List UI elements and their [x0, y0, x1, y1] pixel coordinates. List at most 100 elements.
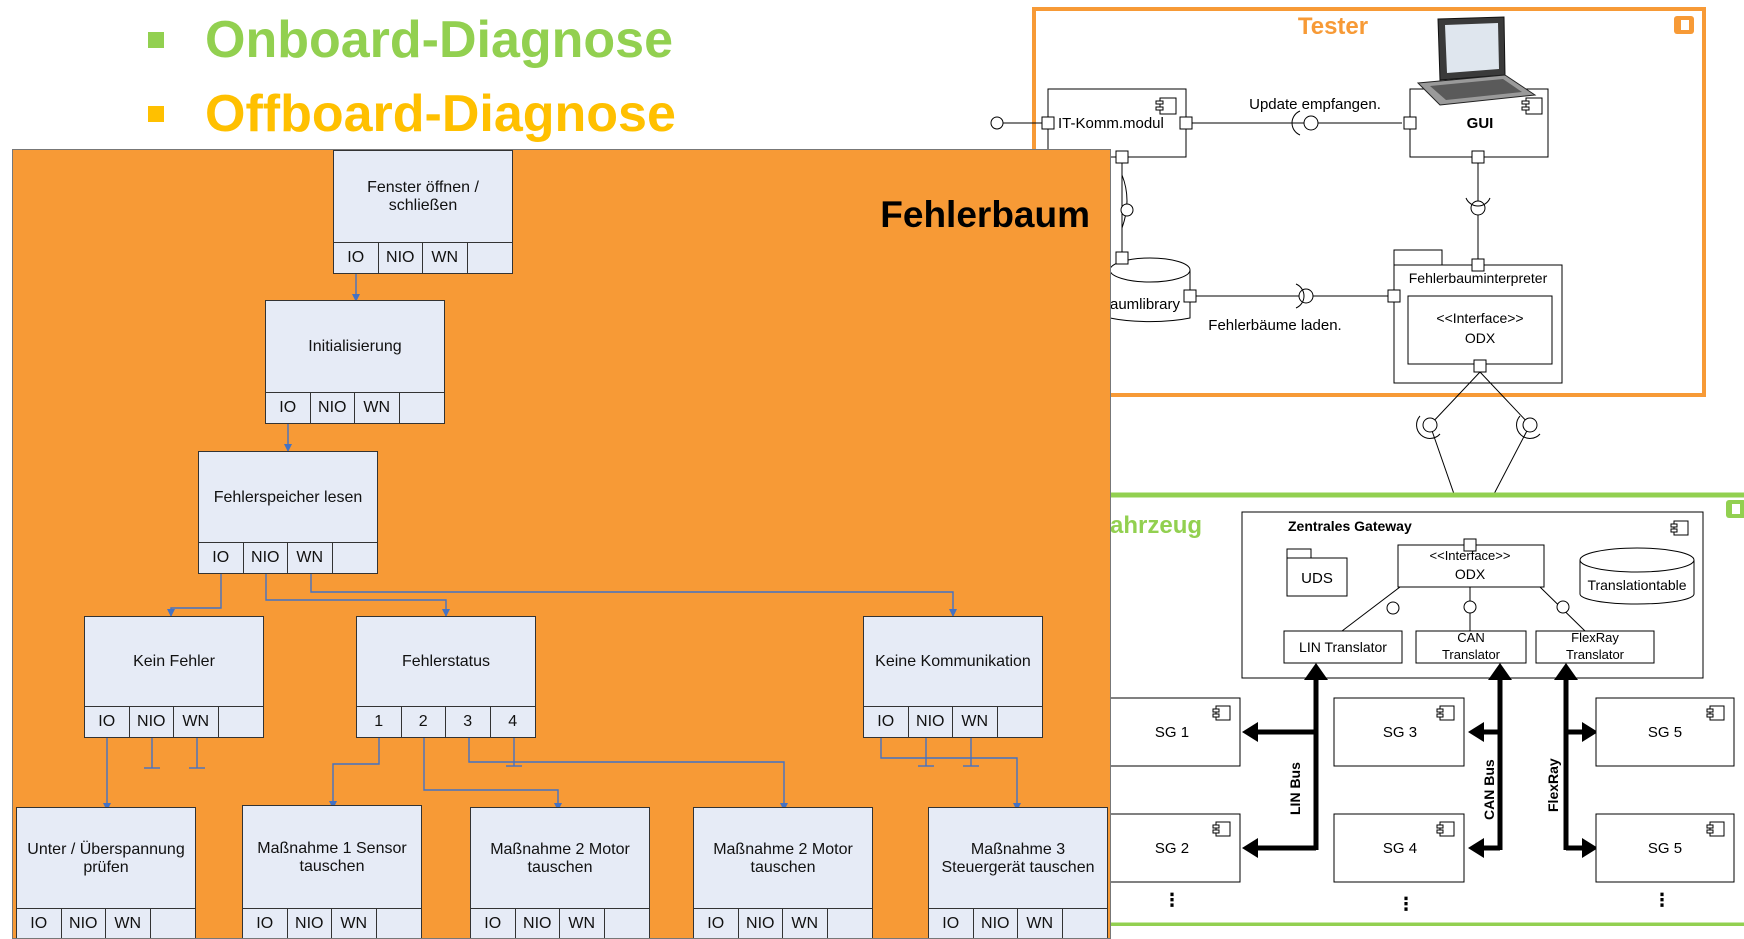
- node-cell[interactable]: [151, 909, 195, 938]
- tree-node-check-voltage[interactable]: Unter / Überspannung prüfen IO NIO WN: [16, 807, 196, 938]
- heading-onboard-diagnose: Onboard-Diagnose: [205, 11, 674, 69]
- gateway-title: Zentrales Gateway: [1288, 518, 1412, 534]
- node-label: Fehlerstatus: [401, 653, 491, 670]
- svg-text:SG 2: SG 2: [1155, 840, 1189, 857]
- node-cell[interactable]: IO: [929, 909, 974, 938]
- svg-text:Translator: Translator: [1566, 647, 1625, 662]
- tree-node-measure-2-motor-a[interactable]: Maßnahme 2 Motor tauschen IO NIO WN: [470, 807, 650, 938]
- it-comm-module-label: IT-Komm.modul: [1058, 115, 1164, 132]
- node-cell[interactable]: IO: [199, 543, 244, 573]
- flexray-translator: [1535, 630, 1655, 664]
- svg-text:FlexRay: FlexRay: [1571, 630, 1619, 645]
- load-label: Fehlerbäume laden.: [1208, 317, 1341, 334]
- node-cell[interactable]: WN: [953, 707, 998, 737]
- node-cell[interactable]: [377, 909, 421, 938]
- node-cell[interactable]: 1: [357, 707, 402, 737]
- node-cell[interactable]: [828, 909, 872, 938]
- node-label: Maßnahme 1 Sensor tauschen: [257, 840, 407, 875]
- node-cell[interactable]: WN: [106, 909, 151, 938]
- node-cell[interactable]: [998, 707, 1042, 737]
- node-cell[interactable]: IO: [694, 909, 739, 938]
- svg-text:ODX: ODX: [1455, 566, 1486, 582]
- node-cell[interactable]: IO: [471, 909, 516, 938]
- svg-text:FlexRay: FlexRay: [1545, 758, 1561, 812]
- ecu-sg2: SG 2: [1109, 813, 1241, 883]
- tree-node-no-communication[interactable]: Keine Kommunikation IO NIO WN: [863, 616, 1043, 738]
- node-cell[interactable]: [400, 393, 444, 423]
- node-cell[interactable]: 4: [508, 713, 518, 730]
- tree-node-measure-1-sensor[interactable]: Maßnahme 1 Sensor tauschen IO NIO WN: [242, 805, 422, 938]
- node-cell[interactable]: IO: [17, 909, 62, 938]
- svg-text:LIN Translator: LIN Translator: [1299, 639, 1387, 655]
- node-cell[interactable]: NIO: [516, 909, 560, 938]
- node-cell[interactable]: NIO: [244, 543, 288, 573]
- node-cell[interactable]: NIO: [62, 909, 106, 938]
- node-cell[interactable]: [219, 707, 263, 737]
- fault-tree-connectors: [103, 274, 1021, 811]
- node-cell[interactable]: [1063, 909, 1107, 938]
- node-label: Maßnahme 2 Motor tauschen: [490, 841, 630, 876]
- tree-node-fault-status[interactable]: Fehlerstatus 1 2 3 4: [356, 616, 536, 738]
- svg-text:Translator: Translator: [1442, 647, 1501, 662]
- node-cell[interactable]: [605, 909, 649, 938]
- node-cell[interactable]: NIO: [130, 707, 174, 737]
- node-cell[interactable]: WN: [355, 393, 400, 423]
- node-label: Fenster öffnen / schließen: [367, 179, 479, 214]
- svg-text:LIN Bus: LIN Bus: [1287, 762, 1303, 815]
- node-label: Unter / Überspannung prüfen: [27, 841, 185, 876]
- node-cell[interactable]: IO: [864, 707, 909, 737]
- fault-tree-panel: Fehlerbaum Fenster öffnen / schließen IO…: [12, 149, 1111, 939]
- node-cell[interactable]: WN: [332, 909, 377, 938]
- node-cell[interactable]: NIO: [739, 909, 783, 938]
- node-cell[interactable]: NIO: [379, 243, 423, 273]
- gui-label: GUI: [1467, 115, 1494, 132]
- node-cell[interactable]: WN: [783, 909, 828, 938]
- fault-tree-title: Fehlerbaum: [880, 194, 1090, 235]
- ecu-sg1: SG 1: [1109, 697, 1241, 767]
- node-cell[interactable]: WN: [288, 543, 333, 573]
- node-cell[interactable]: IO: [334, 243, 379, 273]
- svg-text:Translationtable: Translationtable: [1587, 577, 1686, 593]
- node-cell[interactable]: WN: [423, 243, 468, 273]
- tree-node-read-fault-memory[interactable]: Fehlerspeicher lesen IO NIO WN: [198, 451, 378, 574]
- uds-package: [1286, 557, 1348, 597]
- ecu-sg3: SG 3: [1333, 697, 1465, 767]
- node-cell[interactable]: NIO: [311, 393, 355, 423]
- tester-frame: [1032, 7, 1706, 397]
- svg-text:CAN: CAN: [1457, 630, 1484, 645]
- ecu-ellipsis-2: ⋮: [1397, 894, 1415, 914]
- node-label: Initialisierung: [308, 338, 402, 355]
- node-label: Keine Kommunikation: [875, 653, 1031, 670]
- node-cell[interactable]: NIO: [974, 909, 1018, 938]
- node-cell[interactable]: 3: [446, 707, 491, 737]
- heading-offboard-diagnose: Offboard-Diagnose: [205, 85, 676, 143]
- node-cell[interactable]: [468, 243, 512, 273]
- node-cell[interactable]: WN: [1018, 909, 1063, 938]
- svg-text:SG 1: SG 1: [1155, 724, 1189, 741]
- node-cell[interactable]: NIO: [288, 909, 332, 938]
- node-label: Fehlerspeicher lesen: [213, 488, 363, 506]
- it-module-lollipop: [990, 116, 1004, 130]
- tester-component-icon: [1674, 16, 1694, 34]
- node-cell[interactable]: IO: [243, 909, 288, 938]
- node-cell[interactable]: IO: [266, 393, 311, 423]
- node-cell[interactable]: WN: [560, 909, 605, 938]
- tree-node-no-fault[interactable]: Kein Fehler IO NIO WN: [84, 616, 264, 738]
- svg-text:<<Interface>>: <<Interface>>: [1436, 310, 1523, 326]
- tree-node-window-open-close[interactable]: Fenster öffnen / schließen IO NIO WN: [333, 150, 513, 274]
- translationtable-cylinder: [1579, 547, 1695, 605]
- node-cell[interactable]: IO: [85, 707, 130, 737]
- tree-node-measure-3-ecu[interactable]: Maßnahme 3 Steuergerät tauschen IO NIO W…: [928, 807, 1108, 938]
- node-cell[interactable]: NIO: [909, 707, 953, 737]
- node-cell[interactable]: WN: [174, 707, 219, 737]
- tree-node-initialization[interactable]: Initialisierung IO NIO WN: [265, 300, 445, 424]
- node-label: Maßnahme 2 Motor tauschen: [713, 841, 853, 876]
- svg-text:SG 4: SG 4: [1383, 840, 1417, 857]
- gateway-component-icon: [1670, 520, 1689, 536]
- tree-node-measure-2-motor-b[interactable]: Maßnahme 2 Motor tauschen IO NIO WN: [693, 807, 873, 938]
- node-cell[interactable]: 2: [402, 707, 446, 737]
- node-cell[interactable]: [333, 543, 377, 573]
- svg-text:SG 5: SG 5: [1648, 724, 1682, 741]
- library-label: aumlibrary: [1110, 296, 1181, 313]
- update-label: Update empfangen.: [1249, 96, 1381, 113]
